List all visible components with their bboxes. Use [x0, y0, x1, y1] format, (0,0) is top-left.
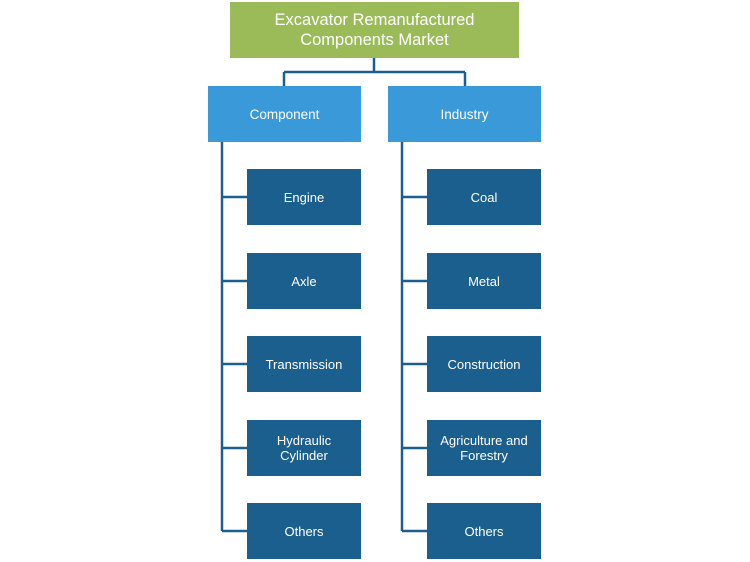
- branch-industry-label: Industry: [440, 106, 489, 122]
- branch-industry: Industry: [388, 86, 541, 142]
- leaf-label: Others: [284, 523, 324, 539]
- branch-component: Component: [208, 86, 361, 142]
- root-node: Excavator Remanufactured Components Mark…: [230, 2, 519, 58]
- leaf-agriculture-forestry: Agriculture and Forestry: [427, 420, 541, 476]
- leaf-construction: Construction: [427, 336, 541, 392]
- leaf-label: Metal: [468, 273, 500, 289]
- branch-component-label: Component: [249, 106, 320, 122]
- leaf-label: Hydraulic Cylinder: [276, 433, 332, 463]
- leaf-label: Engine: [283, 189, 325, 205]
- leaf-label: Axle: [291, 273, 317, 289]
- leaf-metal: Metal: [427, 253, 541, 309]
- leaf-coal: Coal: [427, 169, 541, 225]
- leaf-label: Construction: [447, 356, 521, 372]
- leaf-axle: Axle: [247, 253, 361, 309]
- leaf-hydraulic-cylinder: Hydraulic Cylinder: [247, 420, 361, 476]
- leaf-label: Transmission: [265, 356, 343, 372]
- root-label: Excavator Remanufactured Components Mark…: [274, 11, 475, 49]
- leaf-component-others: Others: [247, 503, 361, 559]
- leaf-transmission: Transmission: [247, 336, 361, 392]
- leaf-label: Coal: [470, 189, 498, 205]
- leaf-label: Agriculture and Forestry: [440, 433, 528, 463]
- leaf-label: Others: [464, 523, 504, 539]
- leaf-industry-others: Others: [427, 503, 541, 559]
- leaf-engine: Engine: [247, 169, 361, 225]
